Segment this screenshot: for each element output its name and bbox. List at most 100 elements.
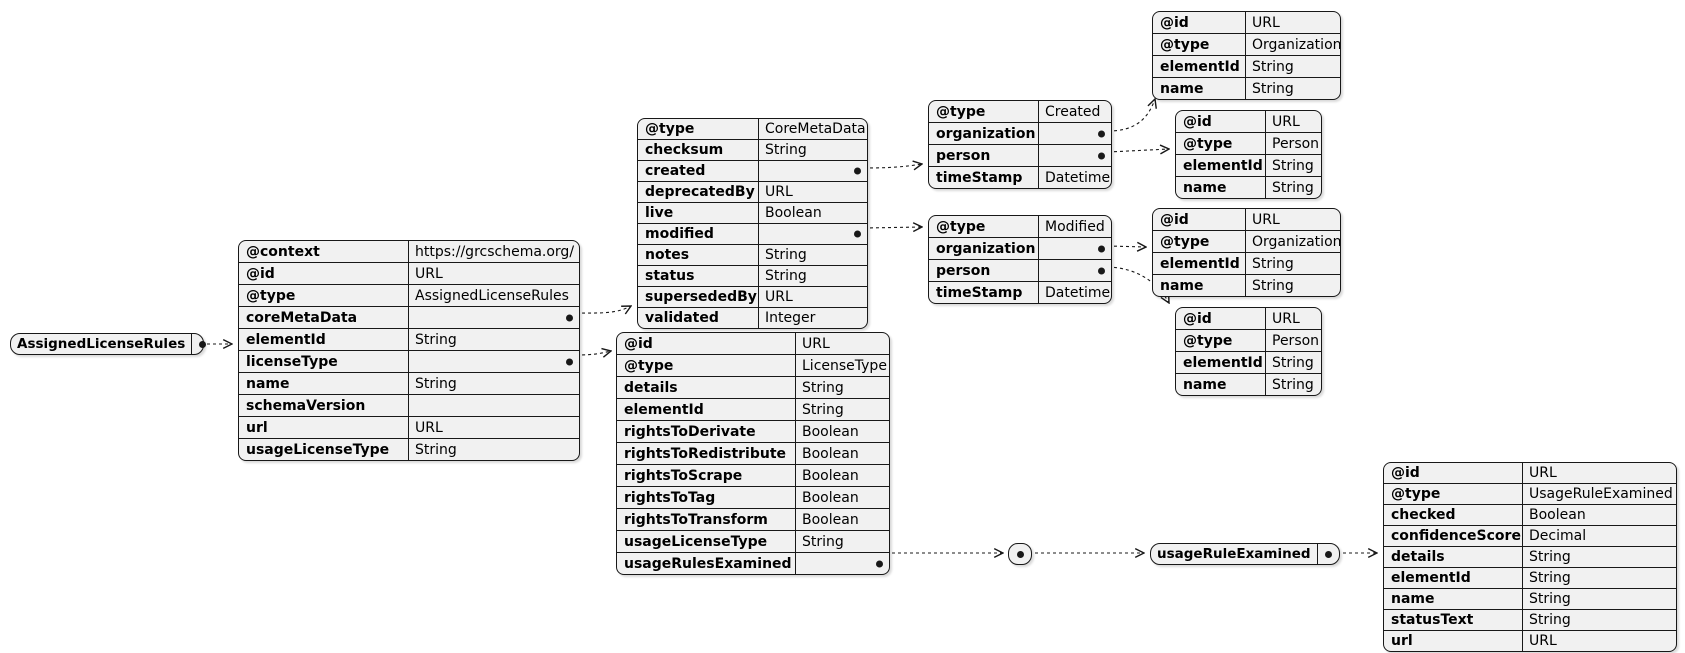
field-name: elementId [1153, 56, 1246, 77]
field-name: elementId [1153, 253, 1246, 274]
field-name: modified [638, 224, 759, 244]
field-name: @id [1176, 111, 1266, 132]
table-row: status String [638, 265, 867, 286]
field-name: @type [1384, 484, 1523, 504]
field-name: @type [638, 119, 759, 139]
field-value: Decimal [1529, 528, 1587, 544]
field-value: String [1529, 549, 1571, 565]
arrow-modified-organization-to-organization-table [1107, 246, 1146, 247]
field-value [409, 307, 579, 328]
table-row: rightsToRedistribute Boolean [617, 442, 889, 464]
field-name: rightsToDerivate [617, 421, 796, 442]
field-value: String [765, 142, 807, 158]
field-value: Boolean [802, 489, 859, 506]
field-name: rightsToTransform [617, 509, 796, 530]
field-name: usageLicenseType [239, 439, 409, 460]
field-name: details [617, 377, 796, 398]
ref-bullet-icon [1009, 544, 1031, 564]
field-value: Modified [1045, 218, 1105, 235]
field-name: timeStamp [929, 282, 1039, 303]
field-value: URL [1272, 113, 1300, 130]
field-name: organization [929, 123, 1039, 144]
field-value [1039, 260, 1111, 281]
field-value: String [1272, 157, 1314, 174]
field-name: rightsToRedistribute [617, 443, 796, 464]
node-junction [1008, 543, 1032, 565]
table-row: schemaVersion [239, 394, 579, 416]
field-value: String [765, 247, 807, 263]
node-assignedlicenserules: AssignedLicenseRules [10, 333, 207, 355]
field-value: String [1272, 376, 1314, 393]
arrow-modified-field-to-modified-table [863, 227, 922, 228]
ref-bullet-icon [566, 314, 573, 321]
field-name: licenseType [239, 351, 409, 372]
field-value: String [415, 441, 457, 458]
field-name: status [638, 266, 759, 286]
field-value: String [415, 375, 457, 392]
field-name: notes [638, 245, 759, 265]
field-value [1039, 238, 1111, 259]
table-row: @type UsageRuleExamined [1384, 483, 1676, 504]
field-value [796, 553, 889, 574]
field-name: usageLicenseType [617, 531, 796, 552]
field-name: name [239, 373, 409, 394]
field-value: Boolean [802, 445, 859, 462]
field-name: name [1384, 589, 1523, 609]
field-value: URL [415, 265, 443, 282]
table-row: person [929, 144, 1111, 166]
arrow-coremetadata-field-to-coremetadata-table [575, 306, 631, 313]
field-value: String [765, 268, 807, 284]
field-name: schemaVersion [239, 395, 409, 416]
table-row: timeStamp Datetime [929, 281, 1111, 303]
field-value: UsageRuleExamined [1529, 486, 1673, 502]
field-value: Boolean [802, 423, 859, 440]
field-name: url [239, 417, 409, 438]
field-value: https://grcschema.org/ [415, 243, 575, 260]
field-name: organization [929, 238, 1039, 259]
field-value: String [802, 401, 844, 418]
table-row: licenseType [239, 350, 579, 372]
field-value: Datetime [1045, 284, 1111, 301]
field-value: CoreMetaData [765, 121, 866, 137]
field-name: @type [239, 285, 409, 306]
field-value: String [1272, 179, 1314, 196]
table-row: rightsToTag Boolean [617, 486, 889, 508]
field-name: @type [929, 101, 1039, 122]
field-value: Boolean [765, 205, 822, 221]
field-name: validated [638, 308, 759, 328]
field-value: URL [1252, 14, 1280, 31]
field-name: deprecatedBy [638, 182, 759, 202]
table-row: @type CoreMetaData [638, 119, 867, 139]
field-value [1039, 123, 1111, 144]
field-name: elementId [1384, 568, 1523, 588]
field-value: String [1252, 277, 1294, 294]
field-name: rightsToTag [617, 487, 796, 508]
arrow-licensetype-field-to-licensetype-table [575, 351, 611, 355]
